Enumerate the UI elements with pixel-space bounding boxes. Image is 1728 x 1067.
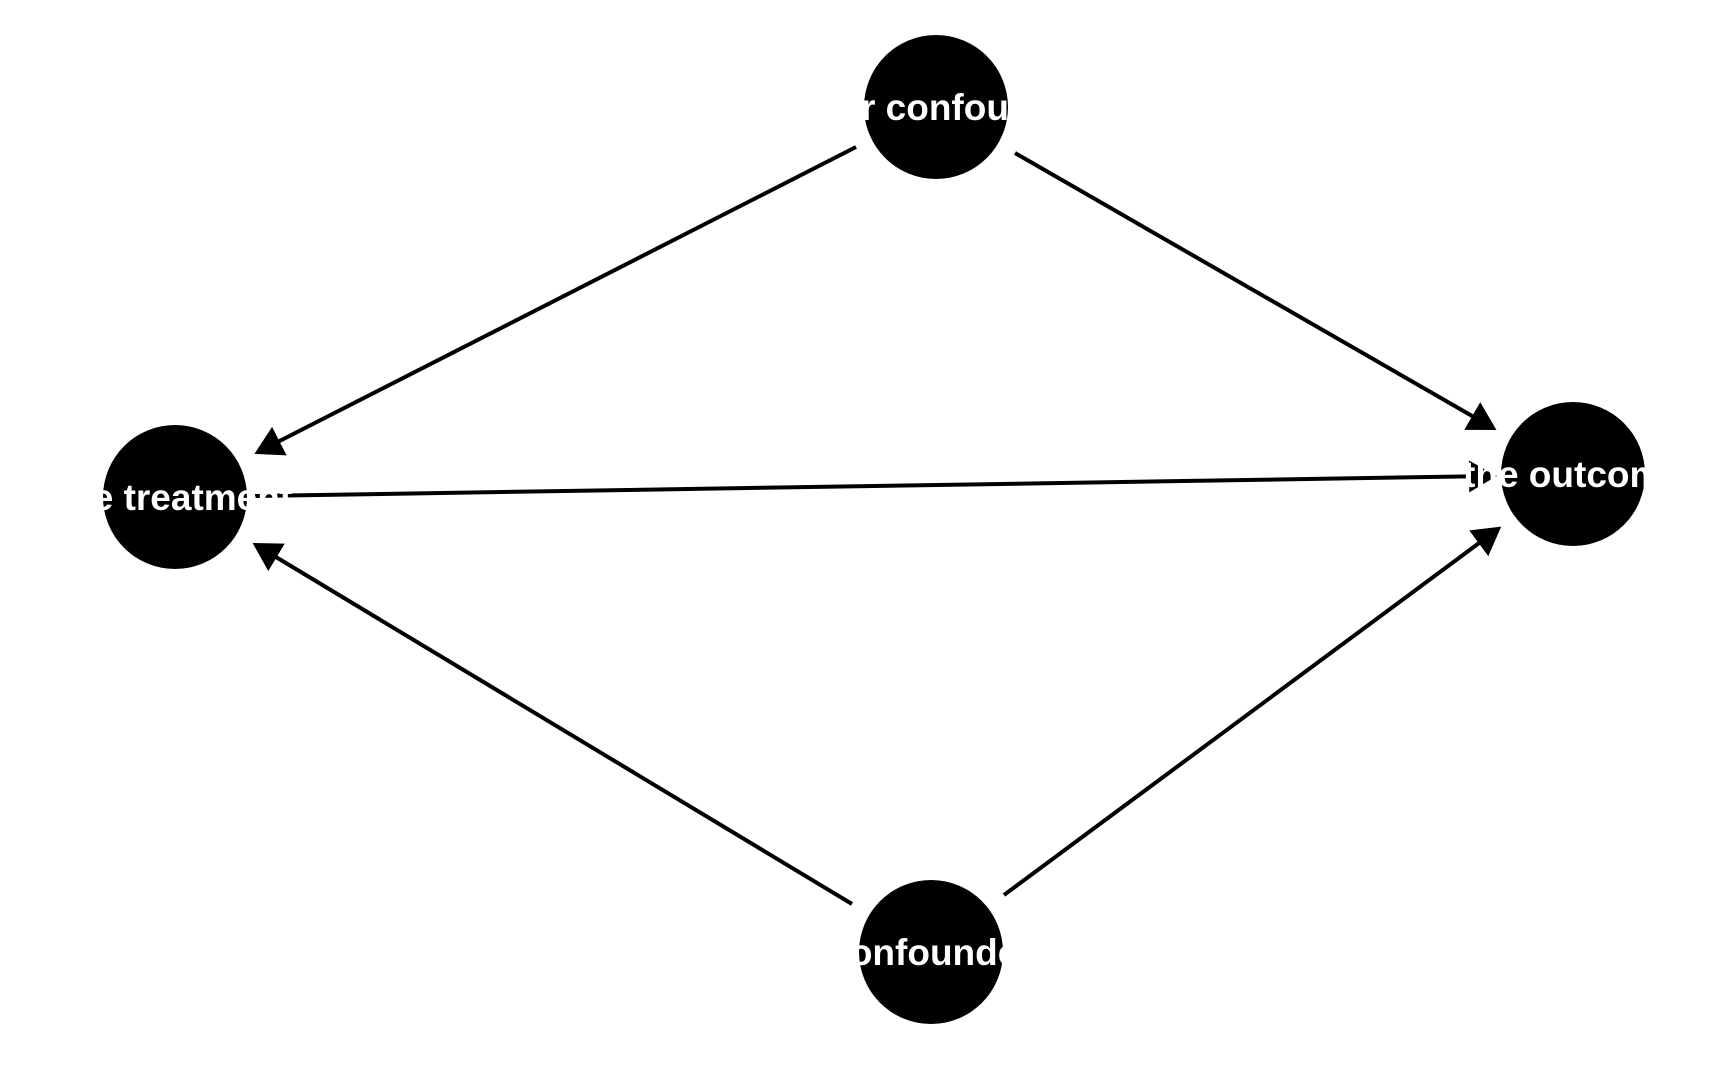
- node-label-other-confounder: other confounder: [783, 87, 1089, 128]
- node-label-outcome: the outcome: [1463, 454, 1683, 495]
- edge-other-confounder-to-treatment: [254, 145, 857, 456]
- edge-other-confounder-to-outcome: [1014, 151, 1497, 430]
- edge-confounder-to-outcome: [1002, 526, 1502, 897]
- node-treatment: [103, 425, 247, 569]
- node-label-confounder: confounder: [829, 932, 1032, 973]
- node-confounder: [859, 880, 1003, 1024]
- node-label-treatment: the treatment: [58, 477, 292, 518]
- node-other-confounder: [864, 35, 1008, 179]
- node-outcome: [1501, 402, 1645, 546]
- edge-confounder-to-treatment: [252, 542, 854, 906]
- edge-treatment-to-outcome: [254, 460, 1497, 498]
